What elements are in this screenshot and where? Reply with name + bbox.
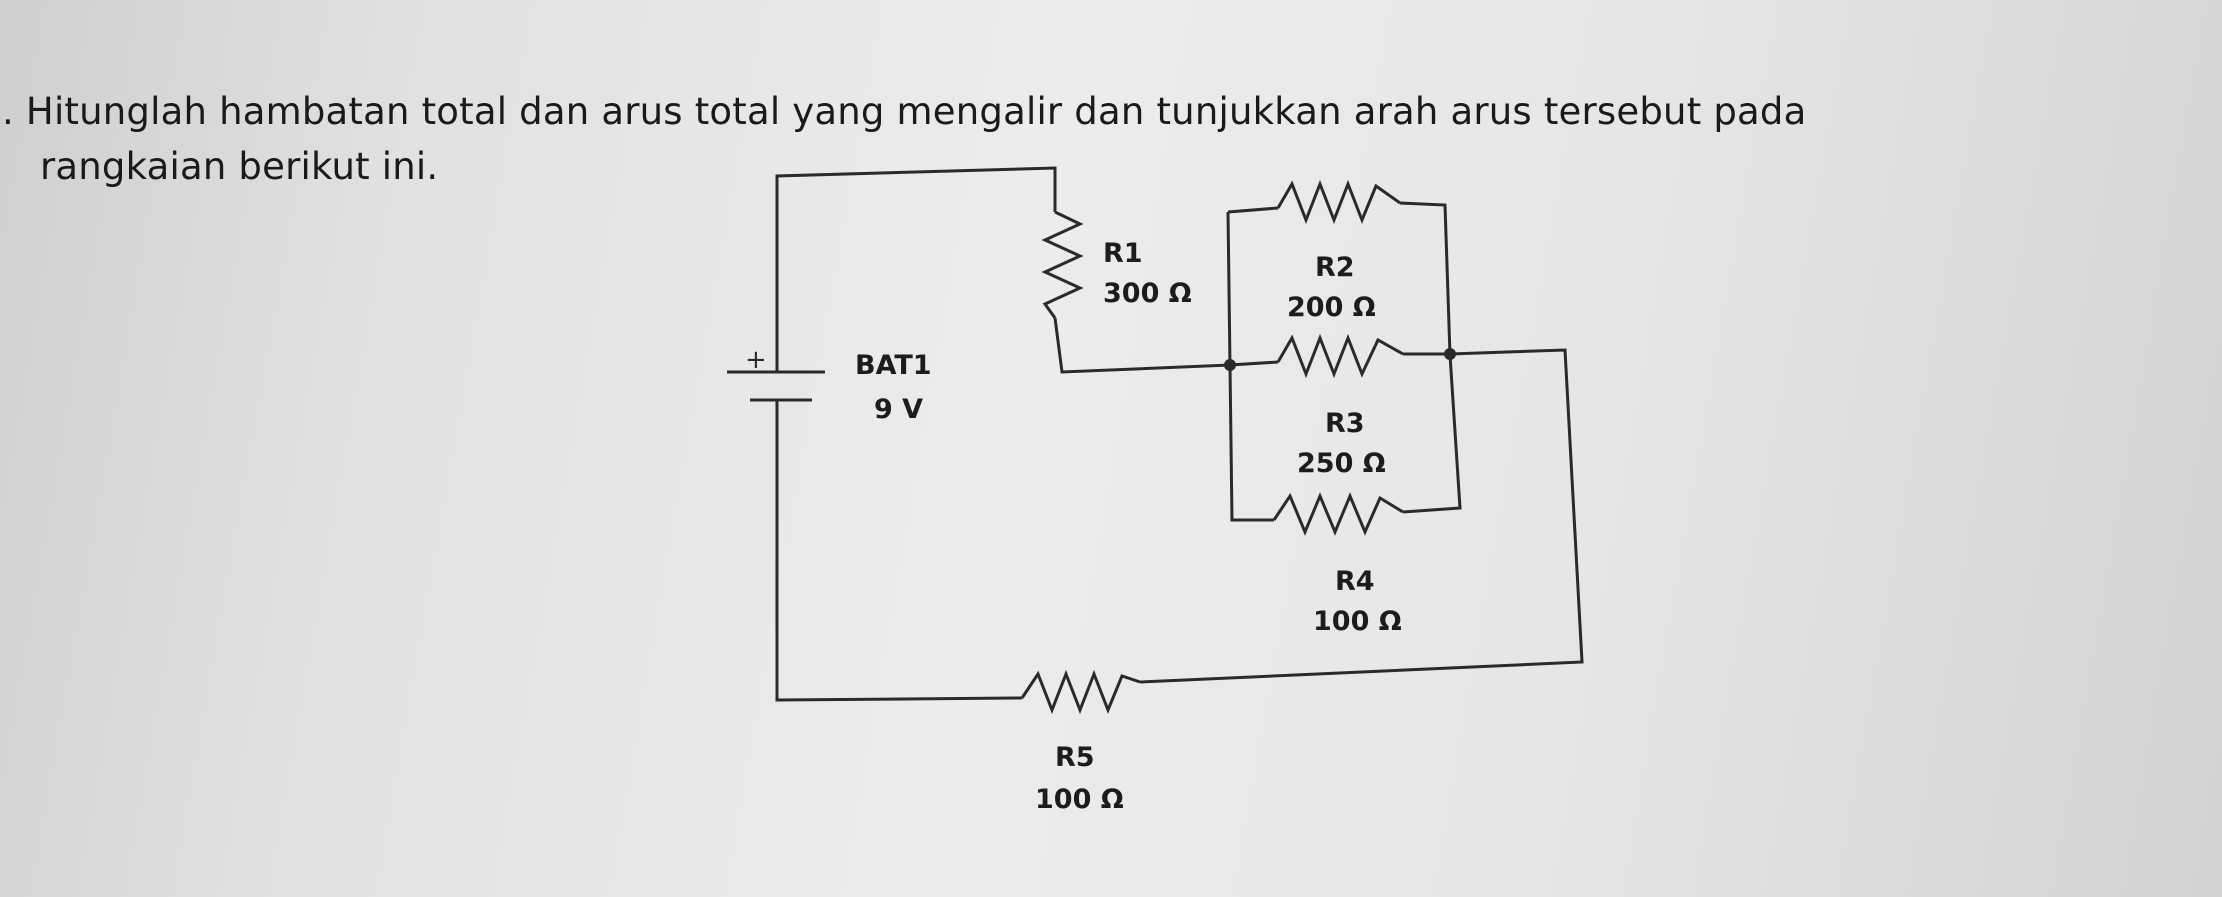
r1-resistor-symbol <box>1041 210 1084 319</box>
wire-right-loop <box>1139 348 1584 684</box>
wire-r2-right <box>1399 201 1452 356</box>
r1-value-label: 300 Ω <box>1103 278 1192 309</box>
question-text-line-1: . Hitunglah hambatan total dan arus tota… <box>2 90 1807 133</box>
r3-value-label: 250 Ω <box>1297 448 1386 479</box>
r2-resistor-symbol <box>1276 179 1401 225</box>
bat1-name-label: BAT1 <box>855 350 932 381</box>
r4-resistor-symbol <box>1272 492 1404 536</box>
junction-left <box>1224 359 1236 371</box>
r2-value-label: 200 Ω <box>1287 292 1376 323</box>
junction-right <box>1444 348 1456 360</box>
r5-name-label: R5 <box>1055 742 1095 773</box>
circuit-wires <box>775 166 1584 702</box>
wire-parallel-left <box>1226 211 1274 522</box>
bat1-value-label: 9 V <box>874 394 923 425</box>
wire-battery-bottom <box>775 400 1023 702</box>
r3-name-label: R3 <box>1325 408 1365 439</box>
r4-name-label: R4 <box>1335 566 1375 597</box>
battery-symbol: + <box>727 345 825 402</box>
r2-name-label: R2 <box>1315 252 1355 283</box>
battery-plus-sign: + <box>745 345 767 375</box>
r5-resistor-symbol <box>1020 669 1141 715</box>
junction-dots <box>1224 348 1456 371</box>
wire-r1-to-node <box>1053 317 1231 374</box>
question-text-line-2: rangkaian berikut ini. <box>40 145 439 188</box>
r5-value-label: 100 Ω <box>1035 784 1124 815</box>
r3-resistor-symbol <box>1276 333 1404 379</box>
wire-battery-top <box>775 166 1057 358</box>
r1-name-label: R1 <box>1103 238 1143 269</box>
r4-value-label: 100 Ω <box>1313 606 1402 637</box>
wire-r2-branch <box>1227 206 1279 214</box>
wire-r3-left <box>1229 360 1279 367</box>
wire-r4-right <box>1402 354 1462 514</box>
